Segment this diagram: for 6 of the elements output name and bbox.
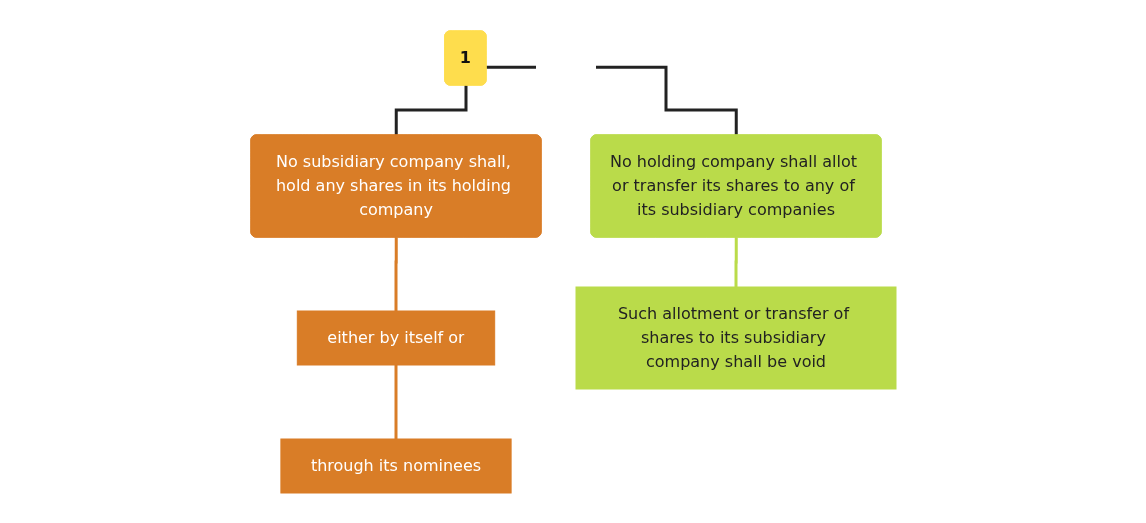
node-box: Such allotment or transfer of shares to its subsidiary company shall be void	[575, 286, 896, 389]
connector	[394, 363, 397, 440]
connector	[394, 235, 398, 312]
connector	[734, 235, 738, 288]
node-box: either by itself or	[296, 310, 495, 365]
node-box: through its nominees	[279, 438, 512, 493]
